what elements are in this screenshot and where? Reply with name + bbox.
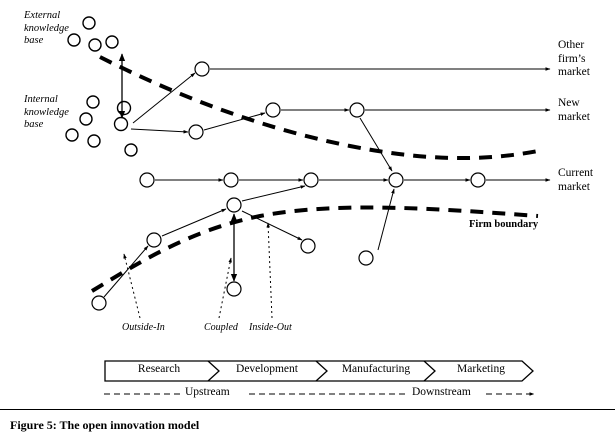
callout-leader-outside-in [123,253,141,319]
other-firms-market-label: Other firm’s market [558,39,590,78]
current-market-label: Current market [558,167,594,193]
stage-divider-2 [315,360,328,382]
knowledge-node [82,16,96,30]
flow-arrow-mid-to-new1 [203,112,266,131]
knowledge-node [116,100,132,116]
flow-arrow-spill2-to-cur4 [377,188,395,251]
flow-node [388,172,404,188]
stage-divider-3 [423,360,436,382]
internal-knowledge-base-cluster [65,95,138,157]
downstream-label: Downstream [412,386,471,398]
flow-node [91,295,107,311]
flow-node [265,102,281,118]
new-market-label: New market [558,97,590,123]
flow-node [146,232,162,248]
flow-arrow-low3-to-cur3 [241,185,306,202]
stage-label-manufacturing: Manufacturing [341,363,411,375]
knowledge-node [79,112,93,126]
stage-label-marketing: Marketing [457,363,505,375]
flow-arrow-new2-to-cur4 [359,117,393,172]
figure-caption: Figure 5: The open innovation model [10,418,200,432]
mode-label-coupled: Coupled [204,322,238,333]
upstream-label: Upstream [185,386,230,398]
open-innovation-diagram: External knowledge base Internal knowled… [24,10,594,402]
knowledge-node [65,128,79,142]
flow-arrow-low1-to-low2 [103,245,149,298]
firm-boundary-label: Firm boundary [469,219,539,230]
external-knowledge-base-cluster [67,16,119,52]
mode-label-outside-in: Outside-In [122,322,165,333]
knowledge-node [124,143,138,157]
knowledge-node [67,33,81,47]
flow-node [349,102,365,118]
knowledge-node [105,35,119,49]
mode-label-inside-out: Inside-Out [249,322,292,333]
flow-arrow-low2-to-low3 [161,208,227,237]
stage-divider-1 [207,360,220,382]
flow-node [300,238,316,254]
callout-leader-coupled [218,257,232,319]
flow-arrow-low3-to-spill1 [241,210,303,241]
flow-node [358,250,374,266]
external-knowledge-base-label: External knowledge base [24,10,69,46]
firm-boundary-upper [99,55,539,161]
firm-boundary-lower [90,205,539,293]
process-stage-bar [104,360,534,382]
stage-label-research: Research [137,363,181,375]
flow-node [226,197,242,213]
knowledge-node [86,95,100,109]
flow-node [188,124,204,140]
stage-label-development: Development [236,363,298,375]
flow-arrow-internal-to-mid [130,128,189,134]
upstream-downstream-axis [104,386,535,402]
flow-arrow-internal-to-other [132,72,196,124]
flow-node [139,172,155,188]
flow-node [470,172,486,188]
knowledge-node [88,38,102,52]
caption-divider [0,409,615,410]
knowledge-node [87,134,101,148]
flow-node [223,172,239,188]
flow-node-group [91,61,486,311]
diagram-canvas [65,16,551,319]
stage-bar-outline [104,360,534,382]
flow-axis-shape [104,392,535,396]
callout-leader-inside-out [266,222,273,319]
flow-node [194,61,210,77]
knowledge-node [113,116,129,132]
flow-node [303,172,319,188]
flow-node [226,281,242,297]
stage-bar-shape [104,360,534,382]
internal-knowledge-base-label: Internal knowledge base [24,94,69,130]
